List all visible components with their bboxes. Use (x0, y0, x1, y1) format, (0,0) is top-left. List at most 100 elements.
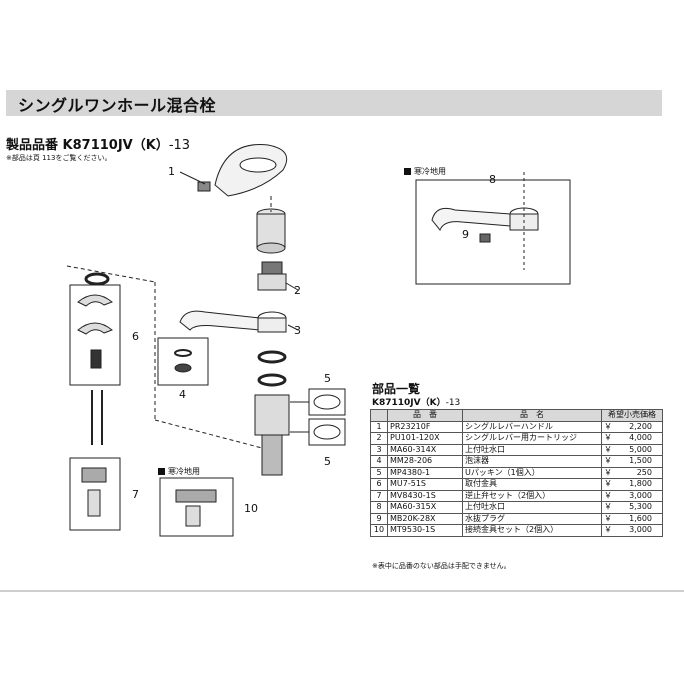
table-row: 1 PR23210F シングルレバーハンドル ￥2,200 (370, 420, 663, 433)
parts-list-note: ※表中に品番のない部品は手配できません。 (372, 562, 511, 570)
row-price: ￥ 250 (601, 466, 663, 479)
spout-part (179, 310, 299, 333)
yen-sign: ￥ (604, 502, 612, 512)
price-amount: 5,000 (629, 444, 652, 454)
yen-sign: ￥ (604, 490, 612, 500)
row-price: ￥ 3,000 (601, 489, 663, 502)
square-bullet-icon (158, 468, 165, 475)
row-code: MA60-314X (387, 443, 463, 456)
row-no: 10 (370, 524, 388, 537)
product-number: 製品品番 K87110JV（K） (6, 138, 169, 153)
row-price: ￥ 5,000 (601, 443, 663, 456)
table-row: 7 MV8430-1S 逆止弁セット（2個入） ￥ 3,000 (370, 489, 663, 502)
callout-5-lower: 5 (324, 455, 331, 468)
row-code: MP4380-1 (387, 466, 463, 479)
row-no: 9 (370, 512, 388, 525)
row-name: 泡沫器 (462, 455, 602, 468)
callout-5-upper: 5 (324, 372, 331, 385)
table-row: 2 PU101-120X シングルレバー用カートリッジ ￥4,000 (370, 432, 663, 445)
col-no (370, 409, 388, 422)
row-name: シングルレバー用カートリッジ (462, 432, 602, 445)
price-amount: 1,800 (629, 479, 652, 489)
row-name: Uパッキン（1個入） (462, 466, 602, 479)
row-price: ￥ 1,500 (601, 455, 663, 468)
row-no: 8 (370, 501, 388, 514)
price-amount: 5,300 (629, 502, 652, 512)
product-number-suffix: -13 (168, 138, 191, 153)
row-no: 4 (370, 455, 388, 468)
callout-3: 3 (294, 324, 301, 337)
row-name: 上付吐水口 (462, 501, 602, 514)
callout-10: 10 (244, 502, 258, 515)
row-name: 水抜プラグ (462, 512, 602, 525)
cartridge-cap-part (256, 208, 286, 254)
yen-sign: ￥ (604, 421, 612, 431)
row-name: 接続金具セット（2個入） (462, 524, 602, 537)
yen-sign: ￥ (604, 525, 612, 535)
price-amount: 3,000 (629, 490, 652, 500)
row-price: ￥ 5,300 (601, 501, 663, 514)
row-name: シングルレバーハンドル (462, 420, 602, 433)
col-name: 品 名 (462, 409, 602, 422)
table-row: 6 MU7-51S 取付金具 ￥1,800 (370, 478, 663, 491)
cold-region-label: 寒冷地用 (404, 166, 446, 177)
row-name: 逆止弁セット（2個入） (462, 489, 602, 502)
row-code: PR23210F (387, 420, 463, 433)
table-row: 10 MT9530-1S 接続金具セット（2個入） ￥ 3,000 (370, 524, 663, 537)
yen-sign: ￥ (604, 433, 612, 443)
col-code: 品 番 (387, 409, 463, 422)
callout-2: 2 (294, 284, 301, 297)
row-price: ￥ 1,800 (601, 478, 663, 491)
yen-sign: ￥ (604, 467, 612, 477)
row-no: 6 (370, 478, 388, 491)
row-code: MV8430-1S (387, 489, 463, 502)
row-no: 1 (370, 420, 388, 433)
yen-sign: ￥ (604, 479, 612, 489)
parts-table: 品 番 品 名 希望小売価格 1 PR23210F シングルレバーハンドル ￥2… (370, 409, 663, 537)
row-no: 7 (370, 489, 388, 502)
row-price: ￥ 3,000 (601, 524, 663, 537)
parts-list-product-suffix: -13 (445, 398, 461, 408)
row-price: ￥ 4,000 (601, 432, 663, 445)
product-note: ※部品は頁 113をご覧ください。 (6, 154, 112, 162)
parts-list-title: 部品一覧 (372, 382, 421, 396)
callout-4: 4 (179, 388, 186, 401)
row-name: 上付吐水口 (462, 443, 602, 456)
row-no: 3 (370, 443, 388, 456)
row-no: 5 (370, 466, 388, 479)
callout-7: 7 (132, 488, 139, 501)
cold-region-label-text: 寒冷地用 (414, 167, 446, 176)
price-amount: 1,500 (629, 456, 652, 466)
cold-region-label-2-text: 寒冷地用 (168, 467, 200, 476)
parts-list-product-code: K87110JV（K） (372, 398, 446, 408)
lever-handle-part (179, 144, 288, 197)
callout-9: 9 (462, 228, 469, 241)
row-code: MT9530-1S (387, 524, 463, 537)
section-header-bar (6, 90, 662, 116)
row-price: ￥1,600 (601, 512, 663, 525)
square-bullet-icon (404, 168, 411, 175)
section-title: シングルワンホール混合栓 (18, 96, 217, 115)
product-number-line: 製品品番 K87110JV（K）-13 (6, 134, 190, 153)
price-amount: 3,000 (629, 525, 652, 535)
callout-8: 8 (489, 173, 496, 186)
yen-sign: ￥ (604, 456, 612, 466)
row-name: 取付金具 (462, 478, 602, 491)
row-no: 2 (370, 432, 388, 445)
row-price: ￥2,200 (601, 420, 663, 433)
price-amount: 250 (636, 467, 652, 477)
price-amount: 4,000 (629, 433, 652, 443)
parts-table-header: 品 番 品 名 希望小売価格 (370, 409, 663, 422)
callout-6: 6 (132, 330, 139, 343)
cartridge-part (257, 261, 299, 291)
body-part (254, 394, 290, 476)
parts-list-product: K87110JV（K）-13 (372, 395, 460, 408)
yen-sign: ￥ (604, 444, 612, 454)
cold-region-label-2: 寒冷地用 (158, 466, 200, 477)
table-row: 8 MA60-315X 上付吐水口 ￥ 5,300 (370, 501, 663, 514)
price-amount: 1,600 (629, 513, 652, 523)
table-row: 4 MM28-206 泡沫器 ￥1,500 (370, 455, 663, 468)
row-code: MA60-315X (387, 501, 463, 514)
col-price: 希望小売価格 (601, 409, 663, 422)
